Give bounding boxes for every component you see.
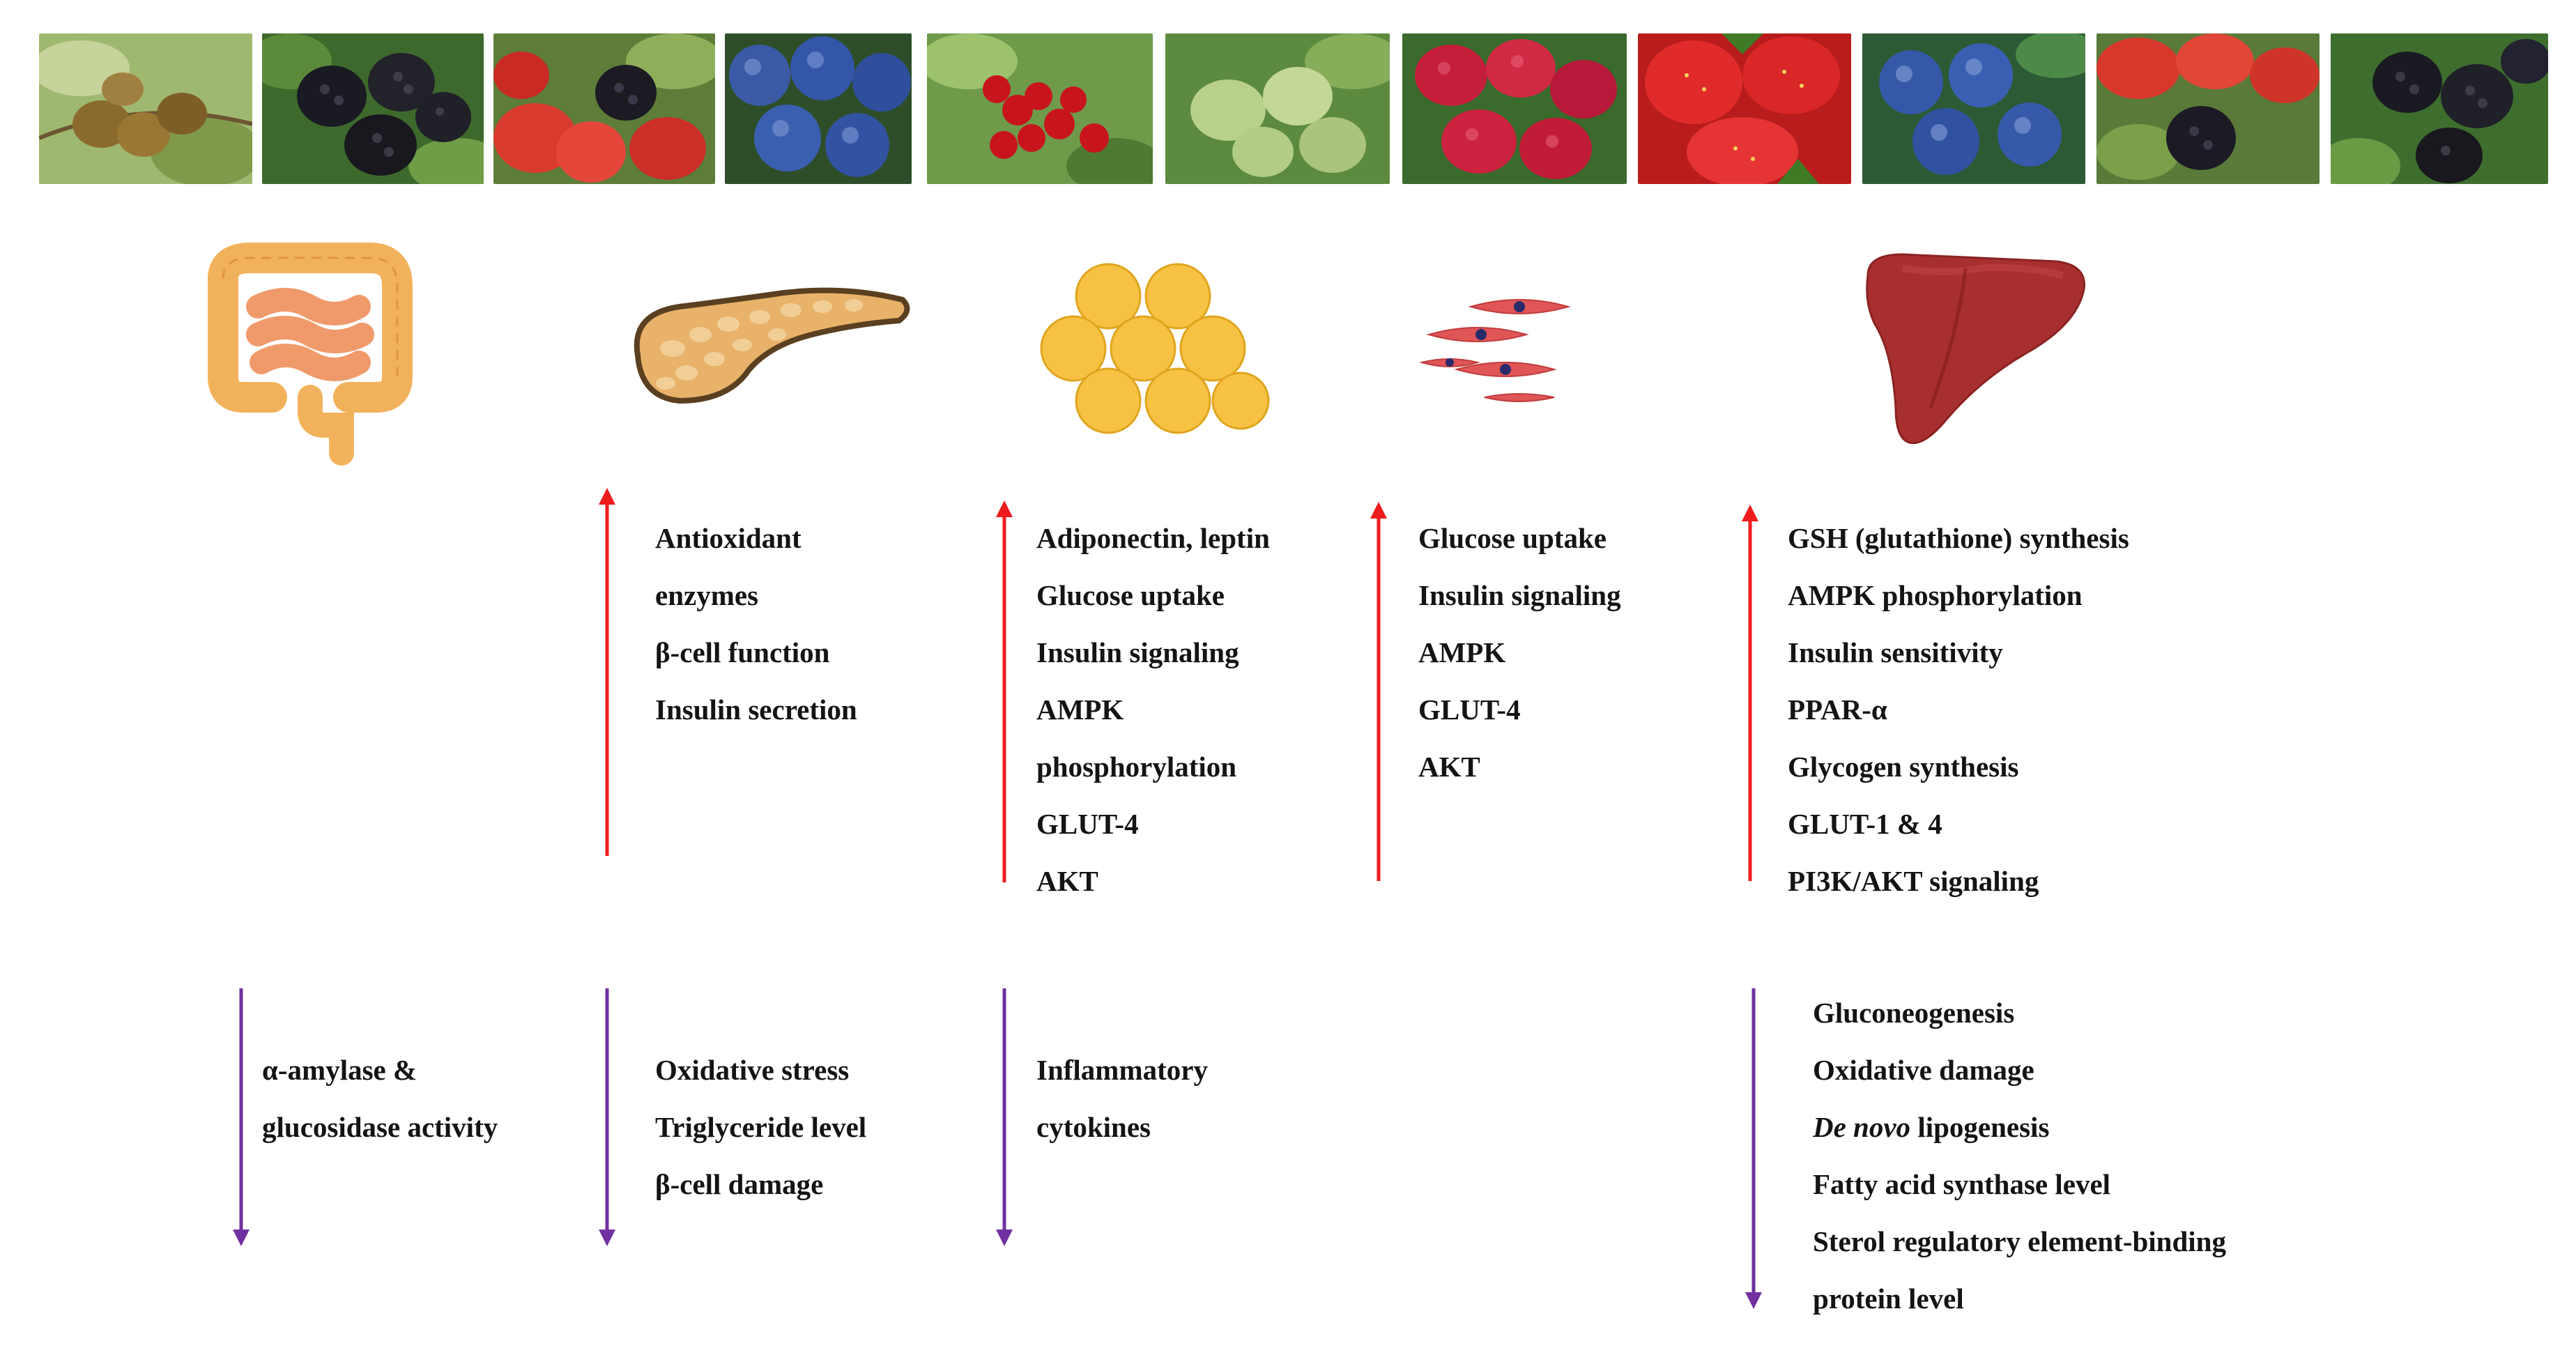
- list-item: Insulin sensitivity: [1788, 636, 2003, 668]
- pancreas-increase-list: Antioxidant enzymes β-cell function Insu…: [655, 510, 857, 738]
- pancreas-decrease-list: Oxidative stress Triglyceride level β-ce…: [655, 1041, 866, 1213]
- list-item: β-cell function: [655, 636, 830, 668]
- pancreas-decrease-arrow: [599, 988, 615, 1246]
- list-item: Oxidative stress: [655, 1054, 850, 1086]
- list-item: AMPK: [1036, 694, 1124, 726]
- list-item: Insulin secretion: [655, 694, 857, 726]
- list-item: protein level: [1813, 1282, 1964, 1315]
- list-item: α-amylase &: [262, 1054, 417, 1086]
- list-item: PI3K/AKT signaling: [1788, 865, 2039, 897]
- blueberry-photo-2: [1862, 33, 2085, 184]
- berry-photo-strip: [0, 0, 2576, 209]
- list-item: De novo lipogenesis: [1813, 1098, 2226, 1156]
- liver-increase-list: GSH (glutathione) synthesis AMPK phospho…: [1788, 510, 2129, 910]
- list-item: β-cell damage: [655, 1168, 824, 1200]
- list-item: Adiponectin, leptin: [1036, 522, 1270, 554]
- red-currant-photo: [927, 33, 1153, 184]
- gooseberry-photo: [1165, 33, 1390, 184]
- blackberry-photo-2: [2331, 33, 2548, 184]
- adipose-increase-list: Adiponectin, leptin Glucose uptake Insul…: [1036, 510, 1270, 910]
- list-item: AMPK: [1418, 636, 1506, 668]
- list-item: GLUT-4: [1036, 808, 1139, 840]
- kiwiberry-photo: [39, 33, 252, 184]
- muscle-cells-icon: [1419, 299, 1571, 402]
- list-item: cytokines: [1036, 1111, 1151, 1143]
- list-item: AKT: [1418, 751, 1480, 783]
- list-item: Insulin signaling: [1036, 636, 1239, 668]
- list-item: phosphorylation: [1036, 751, 1237, 783]
- list-item: Glucose uptake: [1036, 579, 1225, 611]
- muscle-increase-arrow: [1370, 502, 1387, 881]
- currant-blackberry-photo: [493, 33, 715, 184]
- list-item: AKT: [1036, 865, 1098, 897]
- list-item: GLUT-1 & 4: [1788, 808, 1942, 840]
- de-novo-italic: De novo: [1813, 1111, 1911, 1143]
- list-item: glucosidase activity: [262, 1111, 498, 1143]
- list-item: Antioxidant: [655, 522, 802, 554]
- liver-icon: [1866, 253, 2085, 445]
- adipose-decrease-arrow: [996, 988, 1013, 1246]
- list-item: PPAR-α: [1788, 694, 1887, 726]
- list-item: Glycogen synthesis: [1788, 751, 2019, 783]
- muscle-increase-list: Glucose uptake Insulin signaling AMPK GL…: [1418, 510, 1621, 795]
- list-item: Oxidative damage: [1813, 1054, 2034, 1086]
- list-item: AMPK phosphorylation: [1788, 579, 2083, 611]
- list-item: Triglyceride level: [655, 1111, 867, 1143]
- intestine-icon: [208, 243, 413, 466]
- blueberry-photo: [725, 33, 912, 184]
- adipose-tissue-icon: [1040, 263, 1270, 434]
- adipose-decrease-list: Inflammatory cytokines: [1036, 1041, 1208, 1156]
- list-item: Inflammatory: [1036, 1054, 1208, 1086]
- intestine-decrease-arrow: [233, 988, 250, 1246]
- list-item: enzymes: [655, 579, 759, 611]
- list-item: Sterol regulatory element-binding: [1813, 1225, 2226, 1257]
- list-item: Fatty acid synthase level: [1813, 1168, 2111, 1200]
- list-item: GLUT-4: [1418, 694, 1521, 726]
- list-item: GSH (glutathione) synthesis: [1788, 522, 2129, 554]
- blackberry-photo: [262, 33, 484, 184]
- strawberry-photo: [1638, 33, 1851, 184]
- raspberry-photo: [1402, 33, 1627, 184]
- lipogenesis-label: lipogenesis: [1917, 1111, 2050, 1143]
- currant-blackberry-photo-2: [2096, 33, 2320, 184]
- liver-decrease-arrow: [1745, 988, 1762, 1309]
- pancreas-icon: [634, 287, 910, 404]
- adipose-increase-arrow: [996, 500, 1013, 882]
- pancreas-increase-arrow: [599, 488, 615, 856]
- list-item: Insulin signaling: [1418, 579, 1621, 611]
- liver-decrease-list: Gluconeogenesis Oxidative damage De novo…: [1813, 984, 2226, 1327]
- liver-increase-arrow: [1742, 505, 1758, 881]
- list-item: Gluconeogenesis: [1813, 997, 2015, 1029]
- intestine-decrease-list: α-amylase & glucosidase activity: [262, 1041, 498, 1156]
- list-item: Glucose uptake: [1418, 522, 1607, 554]
